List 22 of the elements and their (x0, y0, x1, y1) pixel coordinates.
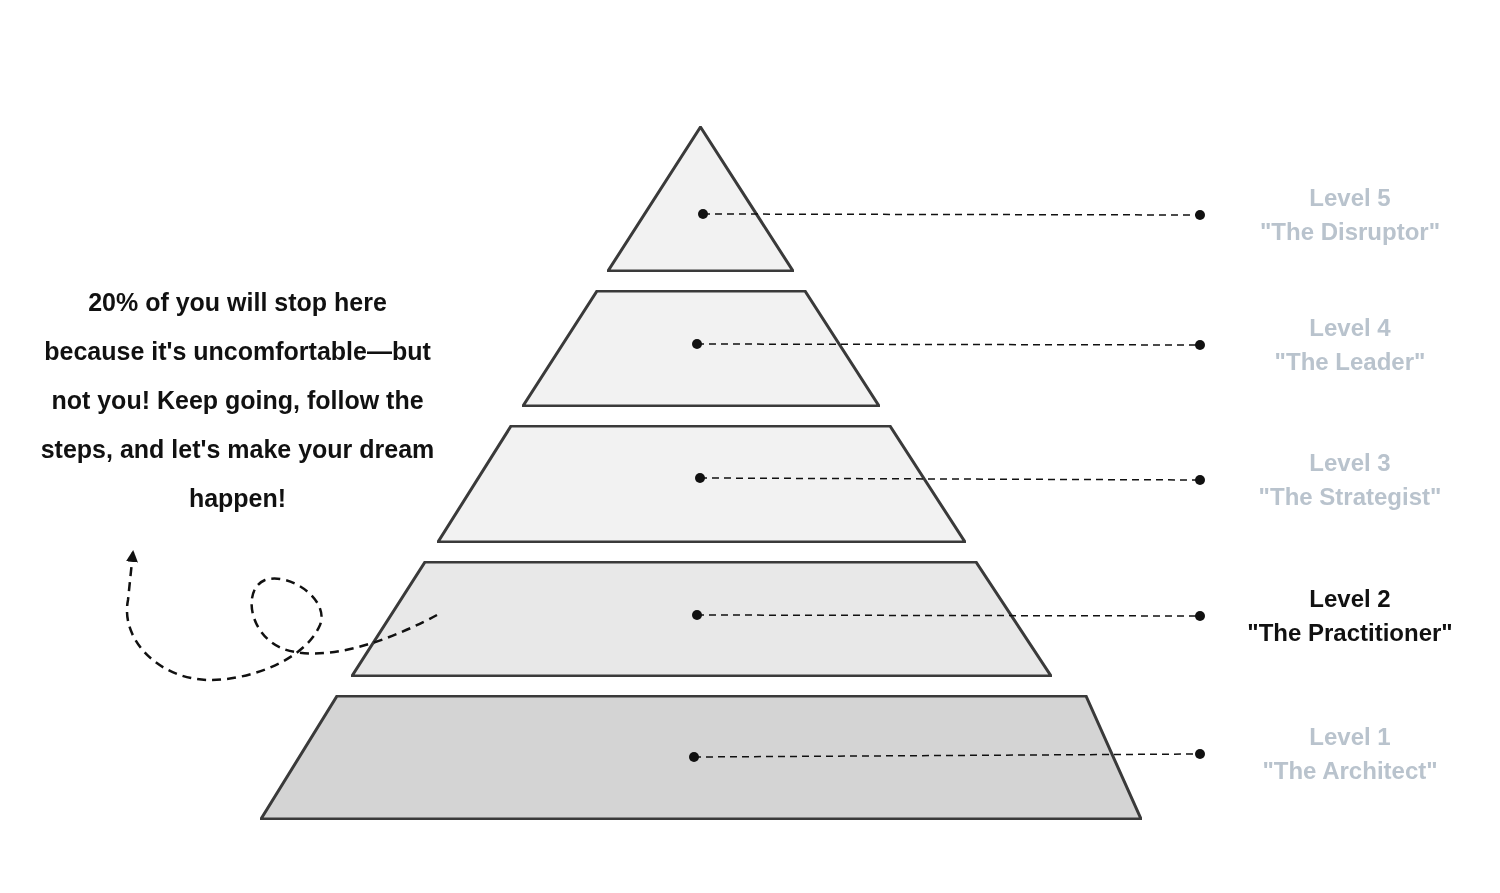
level-label: Level 1 (1309, 722, 1391, 752)
leader-line (689, 749, 1205, 762)
curly-arrow (125, 550, 438, 682)
leader-line (695, 473, 1205, 485)
leader-line (692, 339, 1205, 350)
role-label: "The Disruptor" (1259, 217, 1441, 247)
role-label: "The Leader" (1274, 347, 1426, 377)
leader-line (692, 610, 1205, 621)
pyramid-tier (351, 561, 1052, 677)
leader-line (698, 209, 1205, 220)
role-label: "The Architect" (1262, 756, 1438, 786)
role-label: "The Practitioner" (1247, 618, 1453, 648)
level-label: Level 5 (1309, 183, 1391, 213)
pyramid-top-triangle (607, 126, 794, 272)
pyramid-tier (522, 290, 880, 407)
level-label: Level 4 (1309, 313, 1391, 343)
role-label: "The Strategist" (1258, 482, 1442, 512)
pyramid-tier (260, 695, 1142, 820)
pyramid-tier (437, 425, 966, 543)
level-label: Level 2 (1309, 584, 1391, 614)
level-label: Level 3 (1309, 448, 1391, 478)
annotation-note: 20% of you will stop here because it's uncomfortable—but not you! Keep going, follow the steps, and let's make your dream happen! (39, 287, 436, 514)
